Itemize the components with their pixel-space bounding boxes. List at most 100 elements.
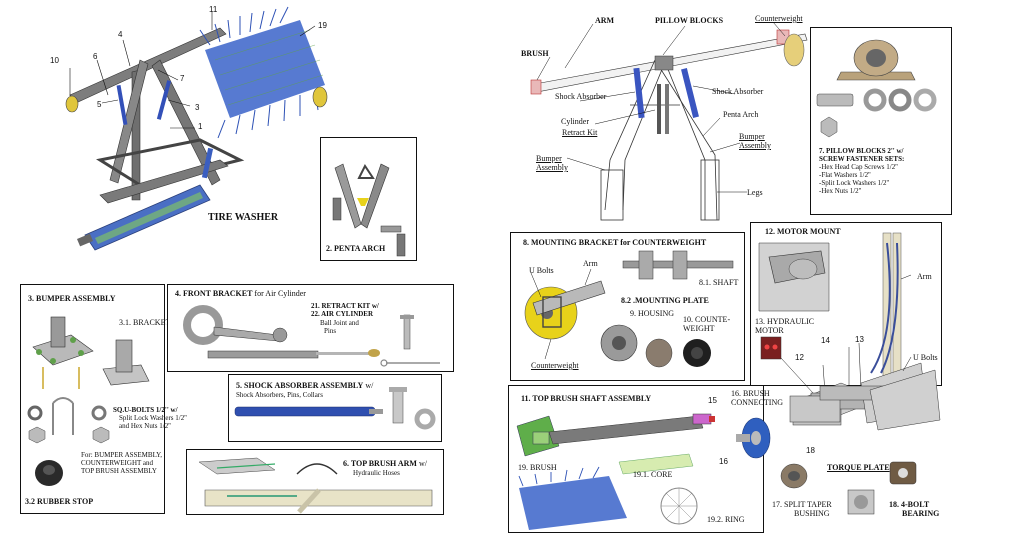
- pillow-blocks-panel: 7. PILLOW BLOCKS 2'' w/ SCREW FASTENER S…: [810, 27, 952, 215]
- top-brush-arm-title: 6. TOP BRUSH ARM w/: [343, 459, 427, 469]
- mounting-bracket-panel: 8. MOUNTING BRACKET for COUNTERWEIGHT U …: [510, 232, 745, 381]
- shock-absorber-sub: Shock Absorbers, Pins, Collars: [236, 391, 323, 399]
- retract-kit-3: Ball Joint and: [320, 319, 359, 327]
- side-legs-label: Legs: [747, 188, 763, 197]
- top-brush-arm-sub: Hydraulic Hoses: [353, 469, 400, 477]
- retract-kit-1: 21. RETRACT KIT w/: [311, 302, 379, 310]
- front-bracket-title: 4. FRONT BRACKET for Air Cylinder: [175, 289, 306, 299]
- callout-7: 7: [180, 74, 185, 83]
- side-counterweight-label: Counterweight: [755, 14, 803, 23]
- tire-washer-drawing: [65, 6, 328, 251]
- mm-arm-label: Arm: [917, 272, 932, 281]
- top-brush-shaft-drawing: [516, 413, 715, 530]
- pillow-blocks-line-1: 7. PILLOW BLOCKS 2'' w/: [819, 147, 904, 155]
- penta-arch-drawing: [332, 163, 406, 257]
- callout-4: 4: [118, 30, 123, 39]
- tbs-core-label: 19.1. CORE: [633, 470, 673, 479]
- callout-5: 5: [97, 100, 102, 109]
- pillow-blocks-line-4: -Flat Washers 1/2'': [819, 171, 871, 179]
- mm-bearing-1: 18. 4-BOLT: [889, 500, 930, 509]
- mm-n14: 14: [821, 336, 830, 345]
- mb-plate-label: 8.2 .MOUNTING PLATE: [621, 296, 709, 305]
- top-brush-arm-drawing: [198, 457, 433, 514]
- front-bracket-title-bold: 4. FRONT BRACKET: [175, 289, 253, 298]
- front-bracket-panel: 4. FRONT BRACKET for Air Cylinder 21. RE…: [167, 284, 454, 372]
- side-penta-arch-label: Penta Arch: [723, 110, 759, 119]
- mb-ubolts-label: U Bolts: [529, 266, 554, 275]
- motor-mount-lower-drawing: [780, 369, 941, 515]
- mm-split-taper-2: BUSHING: [794, 509, 830, 518]
- mounting-bracket-drawing: [524, 250, 734, 368]
- pillow-blocks-line-5: -Split Lock Washers 1/2'': [819, 179, 890, 187]
- bumper-assembly-title: 3. BUMPER ASSEMBLY: [28, 294, 116, 303]
- shock-absorber-panel: 5. SHOCK ABSORBER ASSEMBLY w/ Shock Abso…: [228, 374, 442, 442]
- mm-n12: 12: [795, 353, 804, 362]
- side-bumper-right-1: Bumper: [739, 132, 765, 141]
- brush-connecting-drawing: [736, 417, 771, 459]
- mb-counterweight-part-2: WEIGHT: [683, 324, 715, 333]
- side-pillow-blocks-label: PILLOW BLOCKS: [655, 16, 724, 25]
- mm-torque-plate-label: TORQUE PLATE: [827, 463, 890, 472]
- mm-hydraulic-motor-2: MOTOR: [755, 326, 784, 335]
- mb-housing-label: 9. HOUSING: [630, 309, 674, 318]
- front-bracket-title-rest: for Air Cylinder: [252, 289, 306, 298]
- top-brush-arm-title-rest: w/: [416, 459, 427, 468]
- side-arm-label: ARM: [595, 16, 615, 25]
- brush-connecting-part: 16. BRUSH CONNECTING: [722, 386, 783, 486]
- pillow-blocks-line-3: -Hex Head Cap Screws 1/2'': [819, 163, 898, 171]
- mm-n18: 18: [806, 446, 815, 455]
- motor-mount-lower: 18 TORQUE PLATE 17. SPLIT TAPER BUSHING …: [760, 369, 960, 530]
- pillow-blocks-line-6: -Hex Nuts 1/2'': [819, 187, 862, 195]
- retract-kit-4: Pins: [324, 327, 337, 335]
- mb-counterweight-part-1: 10. COUNTE-: [683, 315, 731, 324]
- shock-absorber-title-bold: 5. SHOCK ABSORBER ASSEMBLY: [236, 381, 364, 390]
- tire-washer-illustration: 10 6 5 4 7 3 1 11 19 TIRE WASHER: [40, 0, 340, 260]
- sq-ubolts-label-2: Split Lock Washers 1/2'': [119, 414, 187, 422]
- rubber-stop-label: 3.2 RUBBER STOP: [25, 497, 94, 506]
- mm-split-taper-1: 17. SPLIT TAPER: [772, 500, 832, 509]
- bracket-label: 3.1. BRACKET: [119, 318, 171, 327]
- brush-connecting-2: CONNECTING: [731, 398, 783, 407]
- top-brush-shaft-title: 11. TOP BRUSH SHAFT ASSEMBLY: [521, 394, 652, 403]
- brush-connecting-1: 16. BRUSH: [731, 389, 770, 398]
- side-cylinder-label: Cylinder: [561, 117, 589, 126]
- shock-absorber-drawing: [234, 387, 436, 430]
- tbs-n15: 15: [708, 396, 717, 405]
- side-bumper-right-2: Assembly: [739, 141, 771, 150]
- tire-washer-title: TIRE WASHER: [208, 212, 279, 223]
- mm-hydraulic-motor-1: 13. HYDRAULIC: [755, 317, 815, 326]
- pillow-blocks-line-2: SCREW FASTENER SETS:: [819, 155, 905, 163]
- motor-mount-title: 12. MOTOR MOUNT: [765, 227, 841, 236]
- callout-3: 3: [195, 103, 200, 112]
- bumper-assembly-drawing: [27, 316, 150, 486]
- motor-mount-panel: 12. MOTOR MOUNT Arm 13. HYDRAULIC MOTOR …: [750, 222, 942, 426]
- mb-arm-label: Arm: [583, 259, 598, 268]
- side-view-drawing: [530, 21, 808, 221]
- shock-absorber-title-rest: w/: [363, 381, 374, 390]
- tbs-n16: 16: [719, 457, 728, 466]
- penta-arch-title: 2. PENTA ARCH: [326, 244, 386, 253]
- bumper-assembly-panel: 3. BUMPER ASSEMBLY 3.1. BRACKET SQ.U-BOL…: [20, 284, 187, 514]
- top-brush-arm-title-bold: 6. TOP BRUSH ARM: [343, 459, 417, 468]
- top-brush-shaft-panel: 11. TOP BRUSH SHAFT ASSEMBLY 15 16 19. B…: [508, 385, 764, 533]
- for-note-2: COUNTERWEIGHT and: [81, 459, 153, 467]
- sq-ubolts-label-1: SQ.U-BOLTS 1/2'' w/: [113, 406, 178, 414]
- front-bracket-drawing: [183, 305, 440, 367]
- mounting-bracket-title: 8. MOUNTING BRACKET for COUNTERWEIGHT: [523, 238, 707, 247]
- mm-ubolts-label: U Bolts: [913, 353, 938, 362]
- callout-19: 19: [318, 21, 327, 30]
- callout-6: 6: [93, 52, 98, 61]
- side-view-illustration: ARM PILLOW BLOCKS Counterweight BRUSH Sh…: [505, 0, 810, 225]
- sq-ubolts-label-3: and Hex Nuts 1/2'': [119, 422, 171, 430]
- callout-10: 10: [50, 56, 59, 65]
- side-bumper-left-2: Assembly: [536, 163, 568, 172]
- side-bumper-left-1: Bumper: [536, 154, 562, 163]
- callout-1: 1: [198, 122, 203, 131]
- mm-bearing-2: BEARING: [902, 509, 940, 518]
- shock-absorber-title: 5. SHOCK ABSORBER ASSEMBLY w/: [236, 381, 373, 391]
- pillow-blocks-drawing: [816, 39, 937, 138]
- side-shock-left-label: Shock Absorber: [555, 92, 607, 101]
- side-brush-label: BRUSH: [521, 49, 549, 58]
- mm-n13: 13: [855, 335, 864, 344]
- penta-arch-panel: 2. PENTA ARCH: [320, 137, 417, 261]
